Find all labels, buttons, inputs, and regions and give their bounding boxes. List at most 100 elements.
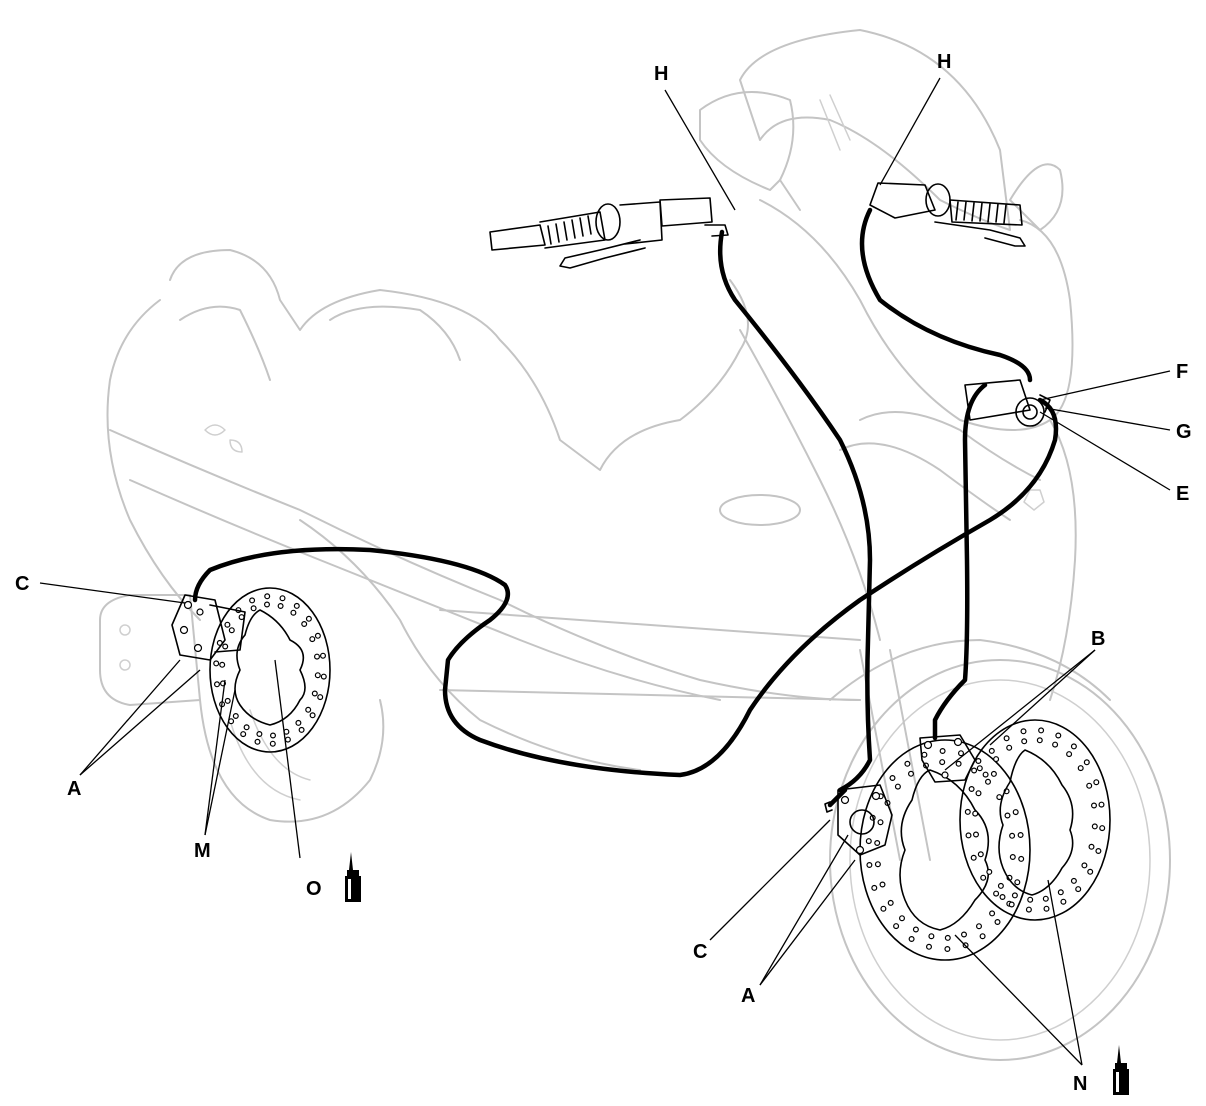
- disc-vent-hole: [1081, 862, 1088, 869]
- label-n: N: [1073, 1073, 1087, 1095]
- disc-vent-hole: [880, 905, 887, 912]
- rear-brake-disc: [209, 587, 331, 753]
- disc-vent-hole: [290, 609, 297, 616]
- disc-vent-hole: [994, 918, 1001, 925]
- disc-vent-hole: [214, 681, 221, 688]
- disc-vent-hole: [1077, 765, 1084, 772]
- disc-vent-hole: [960, 931, 967, 938]
- right-handlebar: [869, 182, 1026, 247]
- disc-vent-hole: [980, 874, 987, 881]
- rear-brake-caliper: [171, 594, 246, 661]
- disc-vent-hole: [976, 765, 983, 772]
- disc-vent-hole: [1060, 898, 1067, 905]
- disc-vent-hole: [1086, 782, 1093, 789]
- disc-vent-hole: [279, 595, 286, 602]
- disc-vent-hole: [1083, 759, 1090, 766]
- disc-vent-hole: [1055, 732, 1062, 739]
- disc-vent-hole: [968, 785, 975, 792]
- disc-vent-hole: [993, 890, 1000, 897]
- disc-vent-hole: [984, 778, 991, 785]
- disc-vent-hole: [320, 652, 327, 659]
- disc-vent-hole: [249, 597, 256, 604]
- disc-vent-hole: [232, 712, 239, 719]
- label-c-front: C: [693, 941, 707, 963]
- disc-vent-hole: [222, 643, 229, 650]
- disc-vent-hole: [269, 740, 276, 747]
- label-e: E: [1176, 483, 1189, 505]
- disc-vent-hole: [1098, 801, 1105, 808]
- disc-vent-hole: [1006, 744, 1013, 751]
- disc-vent-hole: [254, 738, 261, 745]
- disc-vent-hole: [993, 756, 1000, 763]
- disc-vent-hole: [1014, 879, 1021, 886]
- disc-vent-hole: [317, 694, 324, 701]
- disc-vent-hole: [1052, 741, 1059, 748]
- disc-vent-hole: [988, 747, 995, 754]
- label-a-front: A: [741, 985, 755, 1007]
- disc-vent-hole: [965, 832, 972, 839]
- disc-vent-hole: [997, 882, 1004, 889]
- disc-vent-hole: [270, 732, 277, 739]
- disc-vent-hole: [1018, 855, 1025, 862]
- disc-vent-hole: [250, 605, 257, 612]
- disc-vent-hole: [1020, 728, 1027, 735]
- hose-connector-to-front: [932, 382, 988, 741]
- disc-vent-hole: [972, 810, 979, 817]
- label-b: B: [1091, 628, 1105, 650]
- disc-vent-hole: [314, 632, 321, 639]
- disc-vent-hole: [977, 851, 984, 858]
- disc-vent-hole: [939, 747, 946, 754]
- label-a-rear: A: [67, 778, 81, 800]
- disc-vent-hole: [305, 615, 312, 622]
- disc-vent-hole: [894, 783, 901, 790]
- disc-vent-hole: [314, 653, 321, 660]
- disc-vent-hole: [972, 831, 979, 838]
- disc-vent-hole: [996, 794, 1003, 801]
- disc-vent-hole: [309, 636, 316, 643]
- disc-vent-hole: [889, 774, 896, 781]
- disc-vent-hole: [224, 621, 231, 628]
- disc-vent-hole: [1012, 809, 1019, 816]
- disc-vent-hole: [879, 881, 886, 888]
- front-brake-caliper-right: [919, 734, 976, 783]
- disc-vent-hole: [999, 893, 1006, 900]
- disc-vent-hole: [971, 767, 978, 774]
- disc-vent-hole: [912, 926, 919, 933]
- disc-vent-hole: [1003, 735, 1010, 742]
- disc-vent-hole: [1090, 802, 1097, 809]
- grease-tube-icon: [1113, 1045, 1129, 1095]
- disc-vent-hole: [928, 933, 935, 940]
- disc-vent-hole: [975, 923, 982, 930]
- disc-vent-hole: [904, 760, 911, 767]
- label-h-left: H: [654, 63, 668, 85]
- disc-vent-hole: [944, 934, 951, 941]
- disc-vent-hole: [1017, 831, 1024, 838]
- disc-vent-hole: [887, 899, 894, 906]
- disc-vent-hole: [298, 726, 305, 733]
- label-f: F: [1176, 361, 1188, 383]
- disc-vent-hole: [295, 719, 302, 726]
- disc-vent-hole: [964, 808, 971, 815]
- disc-vent-hole: [871, 884, 878, 891]
- brake-connector: [964, 379, 1051, 427]
- disc-vent-hole: [990, 770, 997, 777]
- front-brake-caliper-left: [824, 784, 893, 856]
- disc-vent-hole: [219, 661, 226, 668]
- front-brake-disc-right: [959, 719, 1111, 921]
- disc-vent-hole: [877, 819, 884, 826]
- label-g: G: [1176, 421, 1192, 443]
- disc-vent-hole: [874, 839, 881, 846]
- disc-vent-hole: [264, 601, 271, 608]
- disc-vent-hole: [1095, 847, 1102, 854]
- disc-vent-hole: [1036, 737, 1043, 744]
- label-h-right: H: [937, 51, 951, 73]
- label-o: O: [306, 878, 322, 900]
- disc-vent-hole: [1066, 751, 1073, 758]
- disc-vent-hole: [1009, 832, 1016, 839]
- disc-vent-hole: [986, 868, 993, 875]
- disc-vent-hole: [224, 697, 231, 704]
- callout-labels: H H F G E B C A M O C A N: [15, 51, 1192, 1095]
- hose-left-to-rear: [192, 397, 1059, 778]
- disc-vent-hole: [865, 838, 872, 845]
